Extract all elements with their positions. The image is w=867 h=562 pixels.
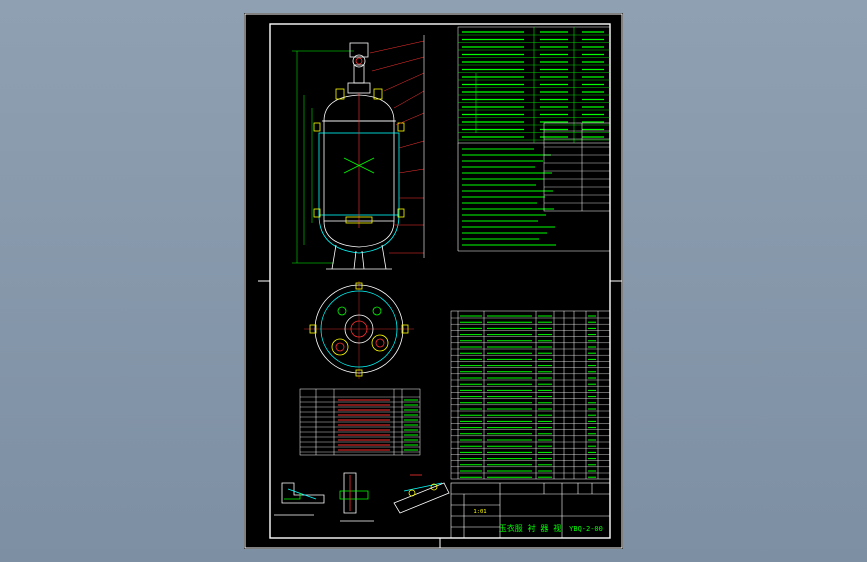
drawing-number: YBQ-2-00 [569, 525, 603, 533]
outer-frame [244, 13, 623, 549]
drawing-sheet: 1:01 玉衣服 衬 器 视 YBQ-2-00 [244, 13, 623, 549]
vessel-elevation [292, 35, 425, 270]
nozzle-table [299, 388, 421, 456]
technical-spec-table [457, 26, 611, 144]
part-leaders [369, 40, 425, 254]
notes-small-table [543, 122, 611, 212]
motor [349, 42, 369, 58]
bottom-head [323, 220, 395, 248]
vessel-top-view [304, 281, 414, 379]
title-block [450, 482, 611, 539]
drawing-title: 玉衣服 衬 器 视 [499, 523, 561, 533]
parts-list-table [450, 310, 611, 480]
detail-sketches [274, 472, 450, 522]
inner-frame [269, 23, 611, 539]
cad-drawing-canvas[interactable]: 1:01 玉衣服 衬 器 视 YBQ-2-00 [244, 13, 623, 549]
agitator-blade [345, 216, 373, 224]
technical-notes [462, 148, 556, 246]
scale-label: 1:01 [473, 509, 486, 515]
height-dimension-lines [292, 50, 354, 264]
